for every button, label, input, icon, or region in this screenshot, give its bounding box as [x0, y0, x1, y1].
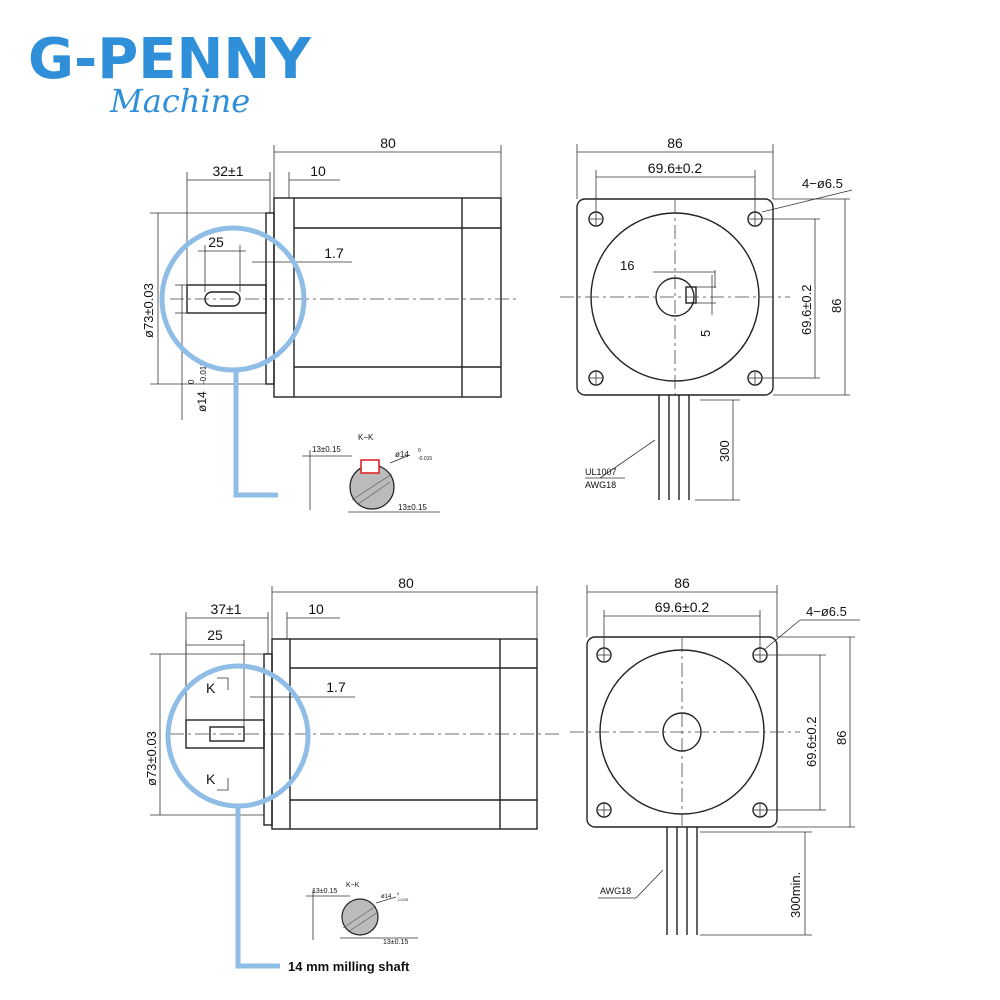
top-key-pos-label: 16	[620, 258, 634, 273]
bottom-lead-label: 300min.	[788, 872, 803, 918]
bottom-height-label: 86	[834, 731, 849, 745]
bottom-shaft-ext-label: 37±1	[210, 601, 241, 617]
logo: G-PENNY Machine	[28, 27, 312, 120]
brand-name: G-PENNY	[28, 27, 312, 92]
top-shaft-ext-label: 32±1	[212, 163, 243, 179]
top-length-label: 80	[380, 135, 396, 151]
top-body-dia-label: ø73±0.03	[141, 283, 156, 338]
top-section-flat: 13±0.15	[312, 445, 341, 454]
top-front-view: UL1007 AWG18 86 69.6±0.2 4−ø6.5 16 5 69.…	[560, 135, 853, 501]
top-side-view: 80 32±1 10 25 1.7 ø73±0.03 ø14 0 -0.015	[141, 135, 520, 513]
bottom-width-label: 86	[674, 575, 690, 591]
bottom-pitch-v-label: 69.6±0.2	[804, 716, 819, 767]
top-section-tol-up: 0	[418, 448, 421, 454]
top-height-label: 86	[829, 299, 844, 313]
top-pitch-label: 69.6±0.2	[648, 160, 703, 176]
bottom-section-flat2: 13±0.15	[383, 939, 408, 946]
bottom-gap-label: 1.7	[326, 679, 346, 695]
top-section-tol-low: -0.015	[418, 456, 432, 462]
top-section-title: K−K	[358, 433, 374, 442]
top-shaft-tol-up: 0	[187, 379, 196, 384]
top-section-dia: ø14	[395, 450, 409, 459]
bottom-flange-label: 10	[308, 601, 324, 617]
bottom-wire-awg: AWG18	[600, 886, 631, 896]
top-section-flat2: 13±0.15	[398, 503, 427, 512]
brand-subtitle: Machine	[109, 82, 250, 120]
bottom-pitch-label: 69.6±0.2	[655, 599, 710, 615]
bottom-body-dia-label: ø73±0.03	[144, 731, 159, 786]
bottom-side-view: 80 37±1 10 25 1.7 ø73±0.03 K K 14 mm mil…	[144, 575, 560, 974]
top-key-len-label: 25	[208, 234, 224, 250]
bottom-section-dia: ø14	[381, 894, 392, 900]
bottom-cut-k-bottom: K	[206, 771, 216, 787]
top-width-label: 86	[667, 135, 683, 151]
top-pitch-v-label: 69.6±0.2	[799, 284, 814, 335]
top-key-width-label: 5	[698, 330, 713, 337]
top-shaft-dia-label: ø14	[195, 391, 209, 412]
top-lead-label: 300	[717, 440, 732, 462]
bottom-holes-label: 4−ø6.5	[806, 604, 847, 619]
bottom-front-view: AWG18 86 69.6±0.2 4−ø6.5 69.6±0.2 86 300…	[570, 575, 860, 936]
top-wire-awg: AWG18	[585, 480, 616, 490]
bottom-section-tol-up: 0	[397, 891, 400, 896]
top-gap-label: 1.7	[324, 245, 344, 261]
top-shaft-tol-low: -0.015	[199, 361, 208, 384]
bottom-key-len-label: 25	[207, 627, 223, 643]
top-holes-label: 4−ø6.5	[802, 176, 843, 191]
bottom-cut-k-top: K	[206, 680, 216, 696]
bottom-section-tol-low: -0.015	[397, 897, 409, 902]
top-flange-label: 10	[310, 163, 326, 179]
bottom-caption: 14 mm milling shaft	[288, 959, 410, 974]
bottom-length-label: 80	[398, 575, 414, 591]
bottom-section-flat: 13±0.15	[312, 888, 337, 895]
bottom-section-detail: K−K 13±0.15 ø14 0 -0.015 13±0.15	[306, 882, 418, 946]
bottom-section-title: K−K	[346, 882, 360, 889]
top-wire-ul: UL1007	[585, 467, 617, 477]
top-section-detail: K−K 13±0.15 ø14 0 -0.015 13±0.15	[302, 433, 440, 513]
